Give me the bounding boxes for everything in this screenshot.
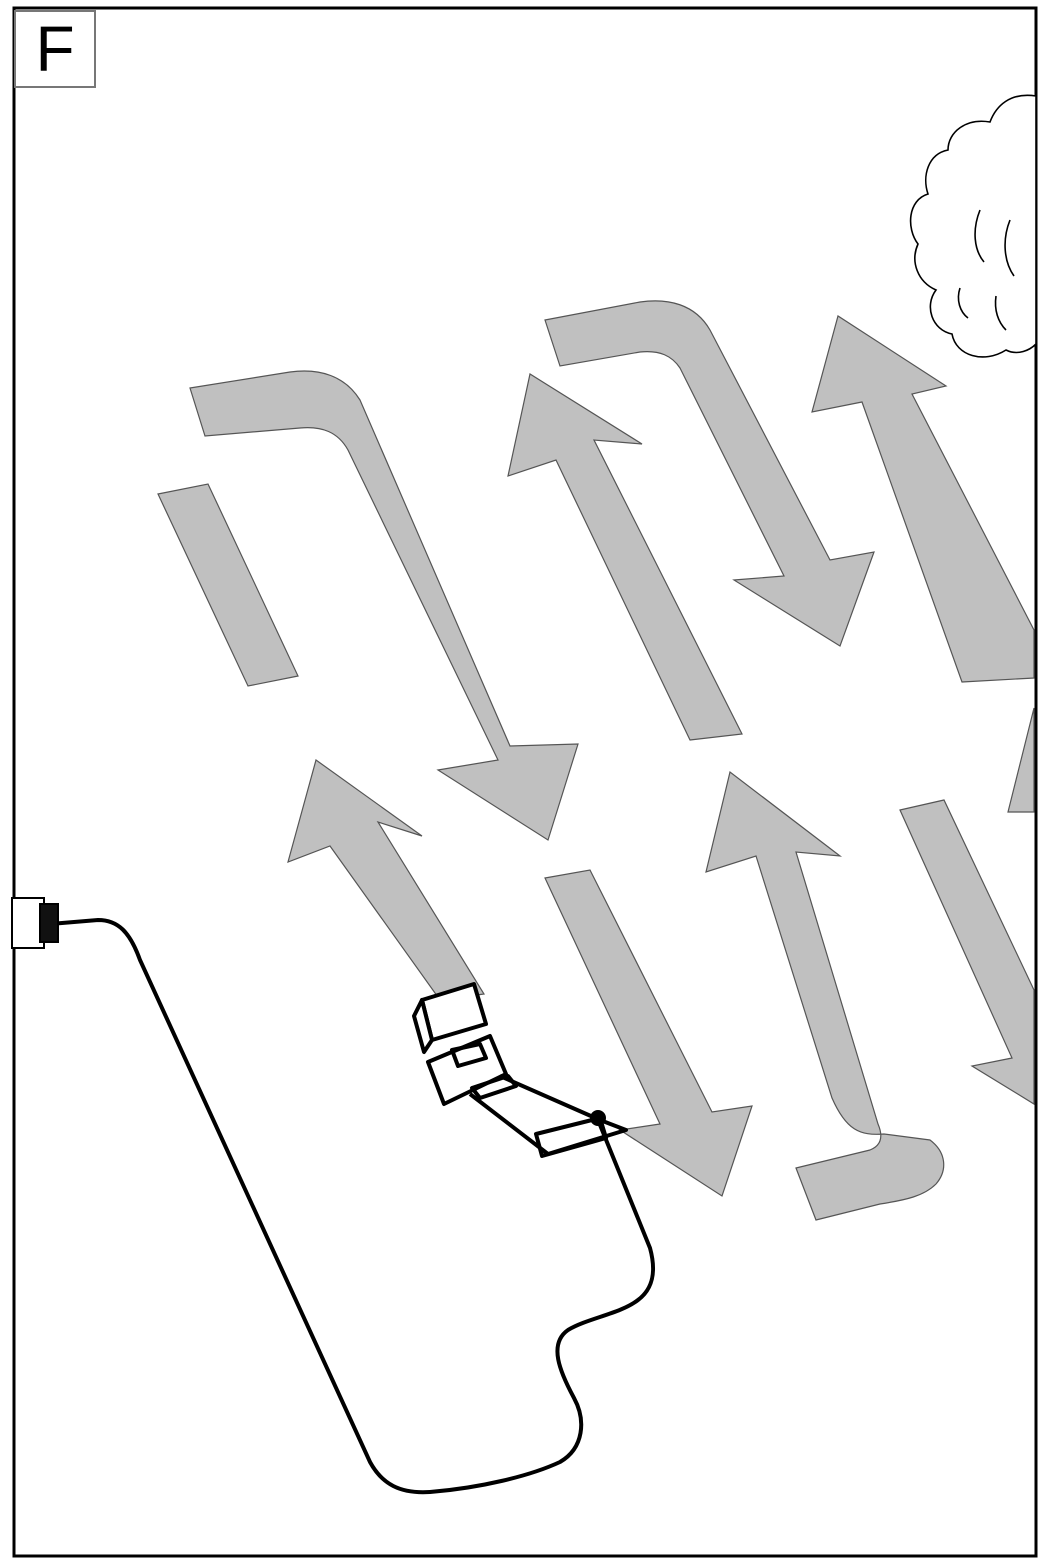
shrub-icon <box>909 94 1037 358</box>
straight-arrow-up <box>811 315 1035 683</box>
u-turn-arrow-down <box>189 370 579 841</box>
mowing-stripe <box>157 483 299 687</box>
straight-arrow-up <box>287 759 485 1001</box>
straight-arrow-down <box>899 799 1035 1106</box>
straight-arrow-partial <box>1007 707 1035 813</box>
lawn-mower-icon <box>412 982 628 1158</box>
power-cord <box>49 917 656 1495</box>
straight-arrow-up <box>507 373 743 741</box>
u-turn-arrow-down <box>544 300 875 647</box>
wall-outlet-plug-icon <box>11 897 59 949</box>
straight-arrow-down <box>544 869 753 1197</box>
u-turn-arrow-up <box>705 770 945 1221</box>
mowing-arrows <box>157 300 1035 1221</box>
panel-border <box>12 6 1038 1558</box>
panel-label: F <box>14 10 96 88</box>
